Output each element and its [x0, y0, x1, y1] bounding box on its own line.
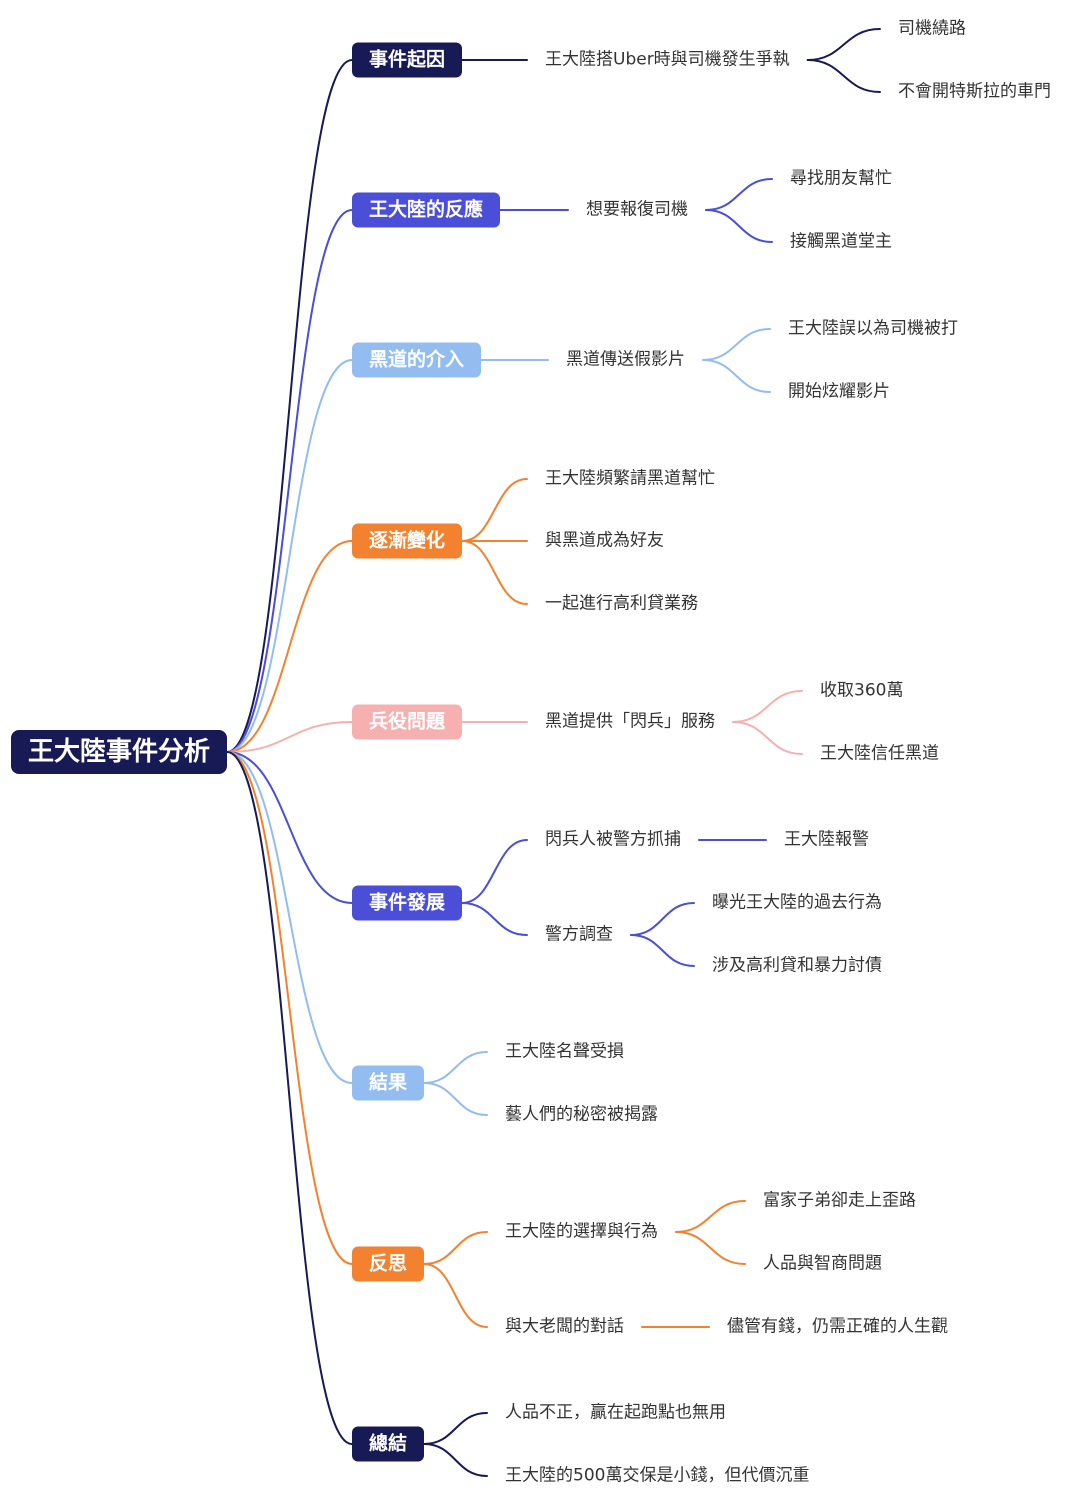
- root-connector: [226, 59, 353, 753]
- branch-connector: [702, 359, 771, 393]
- subtopic[interactable]: 黑道傳送假影片: [566, 349, 685, 370]
- branch-connector: [630, 934, 695, 967]
- subtopic[interactable]: 想要報復司機: [586, 199, 688, 220]
- detail-item[interactable]: 王大陸誤以為司機被打: [788, 318, 958, 339]
- detail-item[interactable]: 司機繞路: [898, 18, 966, 39]
- root-connector: [226, 751, 353, 1445]
- branch-connector: [806, 28, 881, 61]
- subtopic[interactable]: 王大陸名聲受損: [505, 1041, 624, 1062]
- subtopic[interactable]: 與大老闆的對話: [505, 1316, 624, 1337]
- branch-connector: [630, 902, 695, 936]
- branch-connector: [705, 178, 773, 211]
- subtopic[interactable]: 藝人們的秘密被揭露: [505, 1104, 658, 1125]
- branch-connector: [461, 540, 528, 605]
- branch-connector: [461, 902, 528, 936]
- subtopic[interactable]: 王大陸搭Uber時與司機發生爭執: [545, 49, 790, 70]
- branch-connector: [423, 1051, 488, 1084]
- root-connector: [226, 751, 353, 904]
- root-connector: [226, 751, 353, 1084]
- branch-connector: [675, 1231, 746, 1265]
- branch-connector: [705, 209, 773, 243]
- branch-connector: [806, 59, 881, 93]
- topic-development[interactable]: 事件發展: [352, 885, 463, 921]
- branch-connector: [423, 1443, 488, 1477]
- root-connector: [226, 540, 353, 753]
- detail-item[interactable]: 人品與智商問題: [763, 1253, 882, 1274]
- detail-item[interactable]: 收取360萬: [820, 680, 904, 701]
- subtopic[interactable]: 王大陸的500萬交保是小錢，但代價沉重: [505, 1465, 810, 1486]
- subtopic[interactable]: 一起進行高利貸業務: [545, 593, 698, 614]
- subtopic[interactable]: 王大陸的選擇與行為: [505, 1221, 658, 1242]
- topic-military-service[interactable]: 兵役問題: [352, 704, 463, 740]
- branch-connector: [702, 328, 771, 361]
- detail-item[interactable]: 接觸黑道堂主: [790, 231, 892, 252]
- topic-reflection[interactable]: 反思: [352, 1246, 425, 1282]
- branch-connector: [732, 690, 803, 723]
- branch-connector: [423, 1263, 488, 1328]
- detail-item[interactable]: 曝光王大陸的過去行為: [712, 892, 882, 913]
- branch-connector: [423, 1082, 488, 1116]
- root-connector: [226, 751, 353, 1265]
- root-connector: [226, 359, 353, 753]
- branch-connector: [461, 839, 528, 904]
- subtopic[interactable]: 閃兵人被警方抓捕: [545, 829, 681, 850]
- detail-item[interactable]: 富家子弟卻走上歪路: [763, 1190, 916, 1211]
- detail-item[interactable]: 王大陸信任黑道: [820, 743, 939, 764]
- topic-result[interactable]: 結果: [352, 1065, 425, 1101]
- detail-item[interactable]: 儘管有錢，仍需正確的人生觀: [727, 1316, 948, 1337]
- subtopic[interactable]: 王大陸頻繁請黑道幫忙: [545, 468, 715, 489]
- root-connector: [226, 721, 353, 753]
- detail-item[interactable]: 涉及高利貸和暴力討債: [712, 955, 882, 976]
- topic-reaction[interactable]: 王大陸的反應: [352, 192, 501, 228]
- branch-connector: [423, 1231, 488, 1265]
- detail-item[interactable]: 開始炫耀影片: [788, 381, 890, 402]
- subtopic[interactable]: 與黑道成為好友: [545, 530, 664, 551]
- branch-connector: [461, 478, 528, 542]
- detail-item[interactable]: 不會開特斯拉的車門: [898, 81, 1051, 102]
- subtopic[interactable]: 警方調查: [545, 924, 613, 945]
- branch-connector: [732, 721, 803, 755]
- topic-gang-involvement[interactable]: 黑道的介入: [352, 342, 482, 378]
- root-connector: [226, 209, 353, 753]
- subtopic[interactable]: 黑道提供「閃兵」服務: [545, 711, 715, 732]
- topic-summary[interactable]: 總結: [352, 1426, 425, 1462]
- topic-cause[interactable]: 事件起因: [352, 42, 463, 78]
- branch-connector: [423, 1412, 488, 1445]
- root-topic[interactable]: 王大陸事件分析: [11, 730, 228, 774]
- detail-item[interactable]: 尋找朋友幫忙: [790, 168, 892, 189]
- subtopic[interactable]: 人品不正，贏在起跑點也無用: [505, 1402, 726, 1423]
- branch-connector: [675, 1200, 746, 1233]
- detail-item[interactable]: 王大陸報警: [784, 829, 869, 850]
- topic-gradual-change[interactable]: 逐漸變化: [352, 523, 463, 559]
